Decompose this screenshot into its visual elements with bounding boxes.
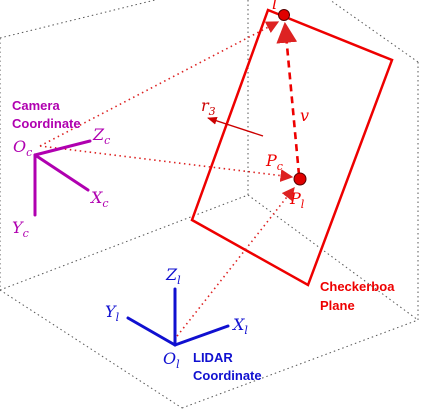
ray-camera-to-pc bbox=[39, 145, 294, 182]
lidar-z-label: Zl bbox=[165, 265, 181, 287]
vector-v bbox=[276, 21, 301, 176]
r3-label: r3 bbox=[201, 96, 216, 118]
ray-lidar-to-pl bbox=[173, 186, 295, 341]
lidar-x-axis bbox=[173, 324, 230, 347]
lidar-axes bbox=[126, 287, 230, 347]
pl-point-marker bbox=[293, 172, 307, 186]
top-point-label: l bbox=[272, 0, 277, 13]
camera-title: Camera bbox=[12, 98, 60, 113]
v-label: v bbox=[300, 106, 309, 125]
lidar-y-label: Yl bbox=[105, 302, 120, 324]
checkerboard-plane bbox=[190, 8, 394, 287]
box-edge bbox=[0, 194, 249, 291]
camera-x-axis bbox=[33, 153, 90, 192]
projection-rays bbox=[39, 21, 295, 341]
camera-subtitle: Coordinate bbox=[12, 116, 81, 131]
camera-x-label: Xc bbox=[89, 188, 109, 210]
board-title: Checkerboa bbox=[320, 279, 395, 294]
box-edge bbox=[0, 0, 156, 39]
camera-z-axis bbox=[33, 139, 92, 157]
pc-label: Pc bbox=[265, 151, 283, 173]
camera-axes bbox=[33, 139, 92, 217]
camera-y-label: Yc bbox=[12, 218, 29, 240]
box-edge bbox=[247, 194, 419, 321]
lidar-subtitle: Coordinate bbox=[193, 368, 262, 383]
lidar-y-axis bbox=[126, 316, 177, 347]
lidar-title: LIDAR bbox=[193, 350, 233, 365]
box-edge bbox=[0, 289, 183, 409]
box-edge bbox=[181, 319, 419, 409]
board-subtitle: Plane bbox=[320, 298, 355, 313]
camera-origin-label: Oc bbox=[13, 137, 32, 159]
lidar-x-label: Xl bbox=[231, 315, 248, 337]
lidar-origin-label: Ol bbox=[163, 349, 180, 371]
bounding-box bbox=[0, 0, 419, 409]
normal-r3-arrow bbox=[207, 117, 264, 137]
top-point-marker bbox=[278, 9, 290, 21]
camera-z-label: Zc bbox=[92, 125, 110, 147]
pl-label: Pl bbox=[289, 189, 305, 211]
